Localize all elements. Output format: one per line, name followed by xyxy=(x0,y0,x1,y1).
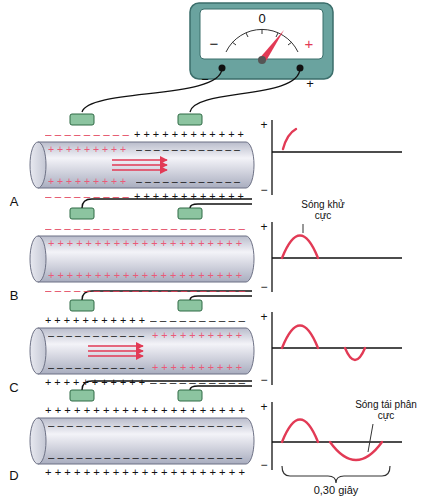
current-arrow xyxy=(88,345,143,347)
charge-signs: + + + + + + + + + + + + xyxy=(134,129,244,140)
charge-signs: – – – – – – – – – xyxy=(45,129,129,140)
panel-letter: B xyxy=(10,289,19,303)
axis-minus: − xyxy=(260,459,267,472)
charge-signs: – – – – – – – – – – xyxy=(150,377,245,388)
graph-axis xyxy=(271,402,272,470)
fiber-tube xyxy=(38,418,254,464)
charge-signs: + + + + + + + + + + + + + + + + + + + + … xyxy=(45,467,245,478)
charge-signs: + + + + + + + + + + xyxy=(152,362,242,373)
charge-signs: + + + + + + + + + + + xyxy=(45,315,145,326)
potential-trace xyxy=(282,420,318,443)
leader-line xyxy=(303,224,304,233)
dial-zero: 0 xyxy=(258,12,265,26)
charge-signs: – – – – – – – – – – – – – – – – – – – – … xyxy=(45,285,245,296)
charge-signs: – – – – – – – – – – – xyxy=(48,362,144,373)
potential-trace xyxy=(282,326,318,349)
fiber-tube xyxy=(38,236,254,282)
axis-plus: + xyxy=(260,401,267,414)
graph-baseline xyxy=(272,257,402,258)
graph-baseline xyxy=(272,347,402,348)
panel-letter: D xyxy=(9,469,18,483)
bracket xyxy=(282,466,390,483)
fiber-end xyxy=(30,236,46,282)
fiber-end xyxy=(30,142,46,188)
fiber-tube xyxy=(38,328,254,374)
charge-signs: – – – – – – – – – xyxy=(45,191,129,202)
fiber-end xyxy=(30,328,46,374)
panel-letter: A xyxy=(10,195,19,209)
charge-signs: + + + + + + + + + + + + + + + + + + + + … xyxy=(48,238,242,249)
charge-signs: + + + + + + + + + + + + + + + + + + + + … xyxy=(48,270,242,281)
potential-trace xyxy=(330,442,382,460)
current-arrow xyxy=(88,355,143,357)
electrode xyxy=(70,114,94,125)
electrode xyxy=(178,300,202,311)
time-label: 0,30 giây xyxy=(314,484,359,496)
charge-signs: – – – – – – – – – – – – xyxy=(136,144,240,155)
fiber-tube xyxy=(38,142,254,188)
electrode xyxy=(70,390,94,401)
electrode xyxy=(70,208,94,219)
wire xyxy=(190,68,300,112)
graph-axis xyxy=(271,222,272,292)
wire xyxy=(190,204,252,208)
current-arrow xyxy=(112,159,167,161)
wire xyxy=(190,296,252,300)
current-arrow xyxy=(88,350,143,352)
terminal-plus: + xyxy=(306,77,314,91)
electrode xyxy=(178,390,202,401)
charge-signs: + + + + + + + + + xyxy=(48,176,126,187)
callout-label: Sóng tái phân cực xyxy=(346,399,426,421)
terminal-minus: − xyxy=(201,73,209,87)
fiber-end xyxy=(30,418,46,464)
galvanometer xyxy=(190,3,333,79)
charge-signs: – – – – – – – – – – – xyxy=(48,330,144,341)
charge-signs: + + + + + + + + + xyxy=(48,144,126,155)
callout-label: Sóng khử cực xyxy=(293,199,353,221)
charge-signs: + + + + + + + + + + xyxy=(152,330,242,341)
charge-signs: – – – – – – – – – – xyxy=(150,315,245,326)
axis-plus: + xyxy=(260,119,267,132)
wire xyxy=(82,68,222,112)
charge-signs: – – – – – – – – – – – – xyxy=(136,176,240,187)
axis-plus: + xyxy=(260,221,267,234)
electrode xyxy=(178,114,202,125)
potential-trace xyxy=(282,236,318,259)
potential-trace xyxy=(345,348,365,360)
charge-signs: + + + + + + + + + + + + xyxy=(134,191,244,202)
axis-minus: − xyxy=(260,281,267,294)
panel-letter: C xyxy=(9,381,18,395)
axis-minus: − xyxy=(260,184,267,197)
dial-minus: − xyxy=(210,36,219,53)
graph-axis xyxy=(271,120,272,195)
axis-plus: + xyxy=(260,311,267,324)
charge-signs: + + + + + + + + + + + xyxy=(45,377,145,388)
charge-signs: – – – – – – – – – – – – – – – – – – – – … xyxy=(48,420,242,431)
electrode xyxy=(178,208,202,219)
current-arrow xyxy=(112,169,167,171)
leader-line xyxy=(368,424,373,452)
charge-signs: + + + + + + + + + + + + + + + + + + + + … xyxy=(45,405,245,416)
graph-baseline xyxy=(272,151,402,152)
axis-minus: − xyxy=(260,374,267,387)
dial-plus: + xyxy=(305,36,314,53)
current-arrow xyxy=(112,164,167,166)
charge-signs: – – – – – – – – – – – – – – – – – – – – … xyxy=(48,452,242,463)
potential-trace xyxy=(283,129,296,149)
electrode xyxy=(70,300,94,311)
charge-signs: – – – – – – – – – – – – – – – – – – – – … xyxy=(45,223,245,234)
